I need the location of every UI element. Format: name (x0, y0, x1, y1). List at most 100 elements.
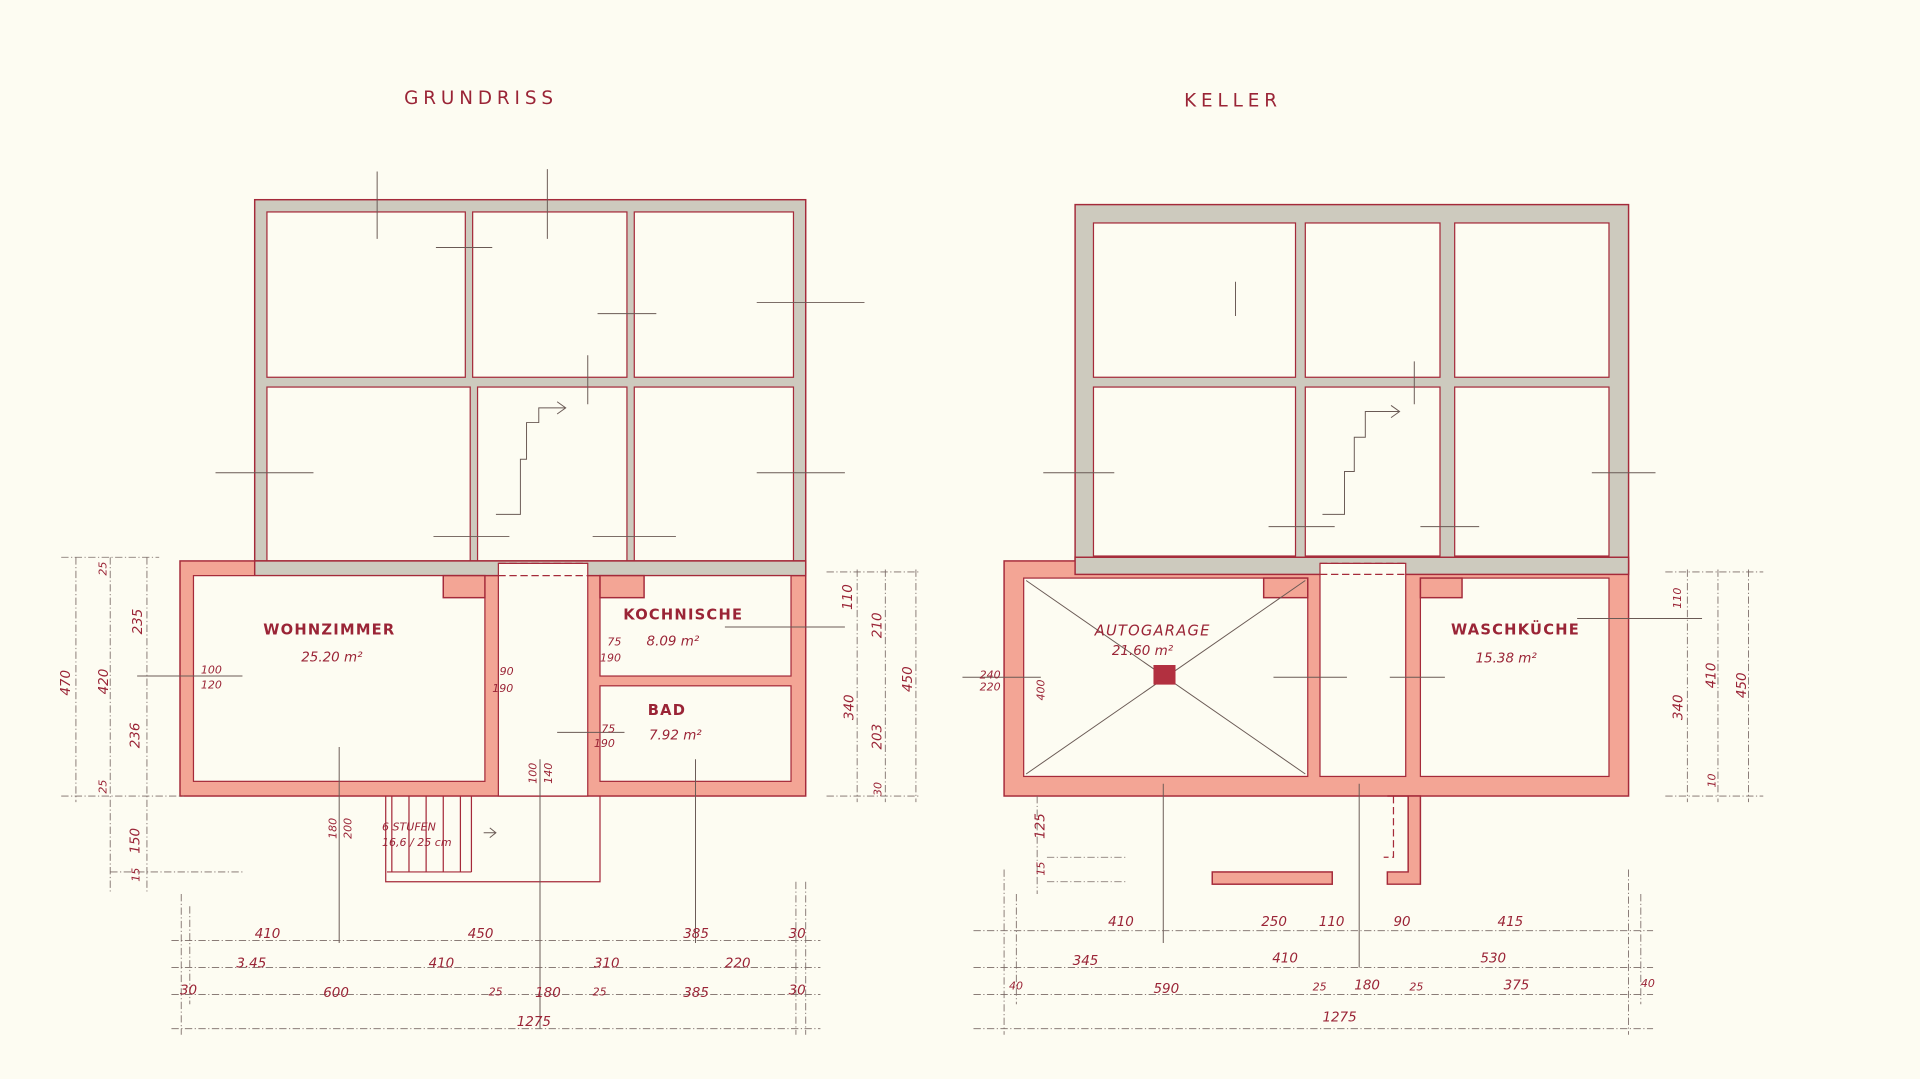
dimension: 410 (1272, 952, 1298, 967)
dimension: 375 (1504, 979, 1530, 994)
room (1092, 386, 1297, 557)
dimension: 180 (535, 986, 561, 1001)
dimension: 600 (323, 986, 349, 1001)
room-waschkueche (1419, 577, 1610, 778)
dimension: 235 (131, 609, 146, 635)
dimension: 110 (841, 584, 856, 610)
dimension-lines (171, 881, 821, 1035)
opening-width: 240 (980, 668, 1001, 681)
dimension: 450 (1735, 672, 1750, 698)
dimension: 410 (255, 927, 281, 942)
opening-height: 190 (594, 737, 615, 750)
room-name: BAD (648, 702, 686, 719)
dimension: 420 (97, 669, 112, 695)
corridor (497, 562, 589, 797)
room (1304, 222, 1441, 378)
opening-width: 75 (601, 722, 615, 735)
staircase-arrow (495, 401, 567, 515)
dimension: 30 (180, 983, 197, 998)
chimney (599, 574, 645, 599)
room (633, 211, 795, 378)
room (633, 386, 795, 563)
grundriss-title: GRUNDRISS (404, 88, 558, 109)
horizontal-dimensions: 410 450 385 30 3.45 410 310 220 30 600 2… (180, 927, 806, 1030)
dimension: 40 (1009, 980, 1023, 993)
dimension: 3.45 (236, 956, 266, 971)
room-name: WASCHKÜCHE (1451, 620, 1580, 638)
dimension: 203 (871, 724, 886, 750)
dimension: 180 (1354, 979, 1380, 994)
dimension: 590 (1153, 982, 1179, 997)
room (472, 211, 628, 378)
opening-width: 180 (327, 818, 340, 839)
room-name: KOCHNISCHE (623, 607, 743, 624)
dimension-total: 1275 (517, 1015, 551, 1030)
opening-height: 120 (201, 678, 222, 691)
stair-hall (476, 386, 628, 563)
dimension: 450 (901, 666, 916, 692)
room (266, 386, 471, 563)
dimension: 385 (683, 986, 709, 1001)
room-area: 7.92 m² (649, 729, 702, 744)
stairs-steps: 6 STUFEN (382, 820, 436, 833)
vertical-dimensions: 470 25 235 420 236 25 150 15 110 210 340… (59, 562, 916, 882)
staircase-arrow (1322, 405, 1401, 515)
axis-lines (962, 281, 1703, 968)
dimension: 125 (1033, 813, 1048, 839)
opening-labels: 100 120 90 190 75 190 75 190 180 200 100… (201, 635, 622, 849)
room-area: 15.38 m² (1476, 652, 1538, 667)
dimension: 90 (1393, 915, 1410, 930)
dimension-total: 1275 (1322, 1010, 1356, 1025)
room-area: 25.20 m² (301, 650, 363, 665)
opening-dashed (498, 562, 588, 577)
dimension: 450 (468, 927, 494, 942)
dimension: 30 (789, 983, 806, 998)
keller-title: KELLER (1184, 91, 1282, 112)
dimension: 340 (1671, 694, 1686, 720)
dimension: 470 (59, 670, 74, 696)
dimension: 150 (129, 828, 144, 854)
dimension: 310 (594, 956, 620, 971)
dimension: 30 (872, 782, 885, 796)
dimension: 30 (789, 927, 806, 942)
dimension: 15 (130, 868, 143, 882)
room-name: WOHNZIMMER (263, 621, 395, 638)
dimension: 25 (97, 562, 110, 576)
room (1454, 386, 1610, 557)
opening-height: 220 (980, 681, 1001, 694)
dimension: 415 (1498, 915, 1524, 930)
grundriss-plan: GRUNDRISS WOHNZIMMER 25.20 m² KOCHNISCHE… (59, 88, 921, 1035)
room (1092, 222, 1297, 378)
room-labels: AUTOGARAGE 21.60 m² WASCHKÜCHE 15.38 m² (1094, 620, 1580, 667)
dimension: 25 (97, 780, 110, 794)
chimney (1419, 577, 1463, 599)
horizontal-dimensions: 410 250 110 90 415 345 410 530 40 590 25… (1009, 915, 1655, 1026)
dimension: 15 (1034, 862, 1047, 876)
room-labels: WOHNZIMMER 25.20 m² KOCHNISCHE 8.09 m² B… (263, 607, 743, 744)
dimension: 340 (842, 694, 857, 720)
keller-plan: KELLER AUTOGARAGE 21.60 m² WASCHKÜCHE 15… (962, 91, 1764, 1035)
chimney (442, 574, 486, 599)
opening-height: 190 (492, 682, 513, 695)
retaining-wall (1386, 795, 1422, 885)
dimension: 25 (593, 986, 607, 999)
dimension: 385 (683, 927, 709, 942)
corridor (1319, 562, 1407, 778)
dimension: 410 (1705, 663, 1720, 689)
axis-lines (137, 169, 865, 1029)
dimension: 410 (1108, 915, 1134, 930)
opening-width: 100 (201, 664, 222, 677)
dimension: 25 (1409, 981, 1423, 994)
entry-stairs (385, 796, 601, 883)
opening-width: 100 (526, 763, 539, 784)
dimension: 400 (1034, 679, 1047, 700)
stair-hall (1304, 386, 1441, 557)
stairs-size: 16,6 / 25 cm (382, 836, 452, 849)
dimension: 25 (489, 986, 503, 999)
dimension: 250 (1261, 915, 1287, 930)
room-name: AUTOGARAGE (1094, 623, 1211, 640)
vertical-dimensions: 400 125 15 110 340 410 450 10 (1033, 588, 1750, 876)
dimension: 220 (725, 956, 751, 971)
opening-dashed (1320, 562, 1406, 858)
